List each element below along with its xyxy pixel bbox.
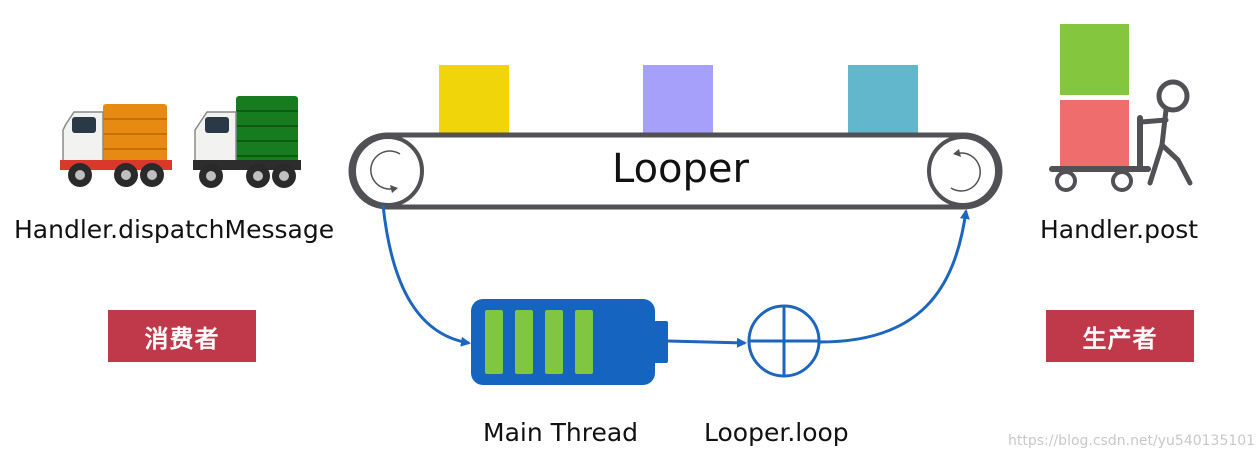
main-thread-label: Main Thread: [483, 418, 639, 447]
arrow-loop-to-belt: [819, 209, 970, 344]
package-box-icon: [1060, 24, 1129, 95]
loop-circle-icon: [747, 304, 821, 378]
consumer-method-label: Handler.dispatchMessage: [14, 215, 335, 244]
conveyor-belt: [348, 132, 1003, 210]
watermark-url: https://blog.csdn.net/yu540135101: [1008, 433, 1256, 449]
arrow-thread-to-loop: [667, 337, 747, 348]
belt-left-pulley: [352, 135, 424, 207]
orange-truck-icon: [60, 104, 172, 187]
producer-method-label: Handler.post: [1040, 215, 1199, 244]
message-block: [439, 65, 509, 135]
battery-cell: [485, 310, 503, 374]
battery-cell: [515, 310, 533, 374]
person-icon: [1138, 79, 1193, 186]
belt-right-pulley: [927, 135, 999, 207]
producer-badge: 生产者: [1046, 310, 1194, 362]
message-block: [848, 65, 918, 135]
consumer-badge: 消费者: [108, 310, 256, 362]
battery-cell: [575, 310, 593, 374]
battery-icon: [471, 299, 668, 385]
battery-cell: [545, 310, 563, 374]
arrow-belt-to-thread: [381, 204, 471, 347]
package-box-icon: [1060, 100, 1129, 166]
hand-truck-icon: [1049, 24, 1193, 192]
green-truck-icon: [193, 96, 301, 188]
flow-arrows: [381, 204, 970, 348]
message-queue: [439, 65, 918, 135]
looper-label: Looper: [612, 146, 749, 192]
message-block: [643, 65, 713, 135]
looper-loop-label: Looper.loop: [704, 418, 849, 447]
